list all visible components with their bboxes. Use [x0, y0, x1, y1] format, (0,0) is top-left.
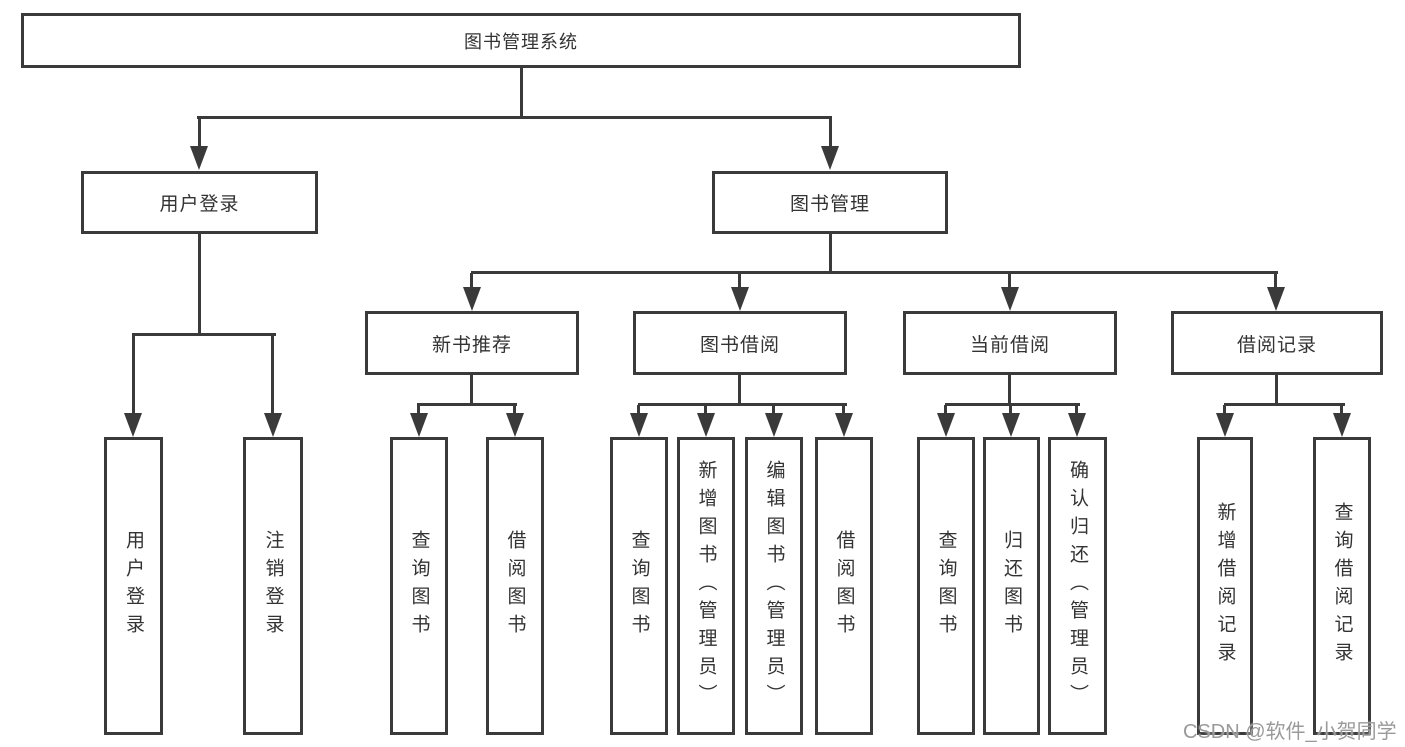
- arrow-down-icon: [410, 413, 428, 437]
- connector-borrow-record-bar: [1224, 403, 1345, 406]
- connector-drop-leaf: [132, 335, 135, 415]
- connector-drop-leaf: [772, 405, 775, 415]
- connector-drop-leaf: [271, 335, 274, 415]
- connector-user-login-bar: [132, 333, 276, 336]
- connector-drop-leaf: [1009, 405, 1012, 415]
- node-label: 借阅图书: [833, 530, 855, 642]
- connector-drop-leaf: [1340, 405, 1343, 415]
- node-label: 借阅图书: [504, 530, 526, 642]
- leaf-query-book-current: 查询图书: [917, 437, 975, 735]
- arrow-down-icon: [765, 413, 783, 437]
- connector-drop-leaf: [417, 405, 420, 415]
- node-label: 新增图书（管理员）: [695, 460, 717, 712]
- connector-book-borrow-bar: [638, 403, 847, 406]
- connector-borrow-record-stem: [1275, 375, 1278, 406]
- leaf-borrow-book: 借阅图书: [815, 437, 873, 735]
- arrow-down-icon: [1001, 287, 1019, 311]
- arrow-down-icon: [1267, 287, 1285, 311]
- leaf-add-borrow-record: 新增借阅记录: [1197, 437, 1253, 735]
- arrow-down-icon: [697, 413, 715, 437]
- arrow-down-icon: [731, 287, 749, 311]
- connector-drop-leaf: [944, 405, 947, 415]
- connector-drop-new-book: [470, 273, 473, 289]
- connector-drop-leaf: [513, 405, 516, 415]
- leaf-query-book-borrow: 查询图书: [610, 437, 668, 735]
- arrow-down-icon: [1333, 413, 1351, 437]
- leaf-return-book: 归还图书: [983, 437, 1040, 735]
- arrow-down-icon: [124, 413, 142, 437]
- connector-drop-borrow-record: [1274, 273, 1277, 289]
- connector-drop-leaf: [1075, 405, 1078, 415]
- node-label: 查询图书: [628, 530, 650, 642]
- leaf-query-book-recommend: 查询图书: [390, 437, 448, 735]
- node-label: 新书推荐: [431, 334, 512, 356]
- connector-new-book-stem: [470, 375, 473, 406]
- node-label: 图书管理: [789, 194, 870, 215]
- connector-drop-current-borrow: [1008, 273, 1011, 289]
- connector-book-management-stem: [829, 234, 832, 274]
- node-label: 用户登录: [159, 194, 240, 215]
- node-label: 图书管理系统: [464, 31, 578, 52]
- leaf-user-login: 用户登录: [104, 437, 163, 735]
- connector-drop-leaf: [637, 405, 640, 415]
- arrow-down-icon: [835, 413, 853, 437]
- node-label: 编辑图书（管理员）: [763, 460, 785, 712]
- leaf-add-book-admin: 新增图书（管理员）: [677, 437, 735, 735]
- node-new-book-recommend: 新书推荐: [365, 311, 579, 375]
- connector-new-book-bar: [417, 403, 517, 406]
- leaf-borrow-book-recommend: 借阅图书: [486, 437, 544, 735]
- connector-drop-leaf: [842, 405, 845, 415]
- connector-drop-book-borrow: [738, 273, 741, 289]
- connector-drop-user-login: [198, 118, 201, 147]
- arrow-down-icon: [506, 413, 524, 437]
- node-label: 用户登录: [123, 530, 144, 642]
- node-current-borrow: 当前借阅: [903, 311, 1117, 375]
- node-book-borrow: 图书借阅: [633, 311, 847, 375]
- node-label: 查询图书: [408, 530, 430, 642]
- node-label: 确认归还（管理员）: [1067, 460, 1088, 712]
- arrow-down-icon: [630, 413, 648, 437]
- node-label: 注销登录: [262, 530, 284, 642]
- connector-drop-book-management: [829, 118, 832, 147]
- node-label: 借阅记录: [1236, 334, 1317, 356]
- node-root-library-system: 图书管理系统: [21, 13, 1021, 68]
- arrow-down-icon: [1068, 413, 1086, 437]
- node-user-login: 用户登录: [81, 171, 318, 234]
- node-label: 归还图书: [1001, 530, 1022, 642]
- node-label: 当前借阅: [969, 334, 1050, 356]
- connector-user-login-stem: [198, 234, 201, 336]
- leaf-query-borrow-record: 查询借阅记录: [1313, 437, 1371, 735]
- node-label: 查询图书: [935, 530, 957, 642]
- arrow-down-icon: [1216, 413, 1234, 437]
- arrow-down-icon: [1002, 413, 1020, 437]
- arrow-down-icon: [264, 413, 282, 437]
- connector-book-borrow-stem: [738, 375, 741, 406]
- connector-current-borrow-stem: [1008, 375, 1011, 406]
- node-book-management: 图书管理: [712, 171, 948, 234]
- connector-current-borrow-bar: [945, 403, 1080, 406]
- arrow-down-icon: [463, 287, 481, 311]
- arrow-down-icon: [937, 413, 955, 437]
- connector-level1-bar: [197, 116, 832, 119]
- arrow-down-icon: [190, 146, 208, 170]
- connector-root-stem: [520, 68, 523, 118]
- connector-level2-bar: [471, 271, 1278, 274]
- arrow-down-icon: [821, 146, 839, 170]
- node-borrow-record: 借阅记录: [1171, 311, 1383, 375]
- leaf-edit-book-admin: 编辑图书（管理员）: [745, 437, 803, 735]
- node-label: 查询借阅记录: [1331, 502, 1353, 670]
- leaf-logout: 注销登录: [243, 437, 303, 735]
- node-label: 图书借阅: [699, 334, 780, 356]
- leaf-confirm-return-admin: 确认归还（管理员）: [1048, 437, 1107, 735]
- node-label: 新增借阅记录: [1214, 502, 1236, 670]
- connector-drop-leaf: [704, 405, 707, 415]
- csdn-watermark: CSDN @软件_小贺同学: [1183, 721, 1397, 743]
- connector-drop-leaf: [1223, 405, 1226, 415]
